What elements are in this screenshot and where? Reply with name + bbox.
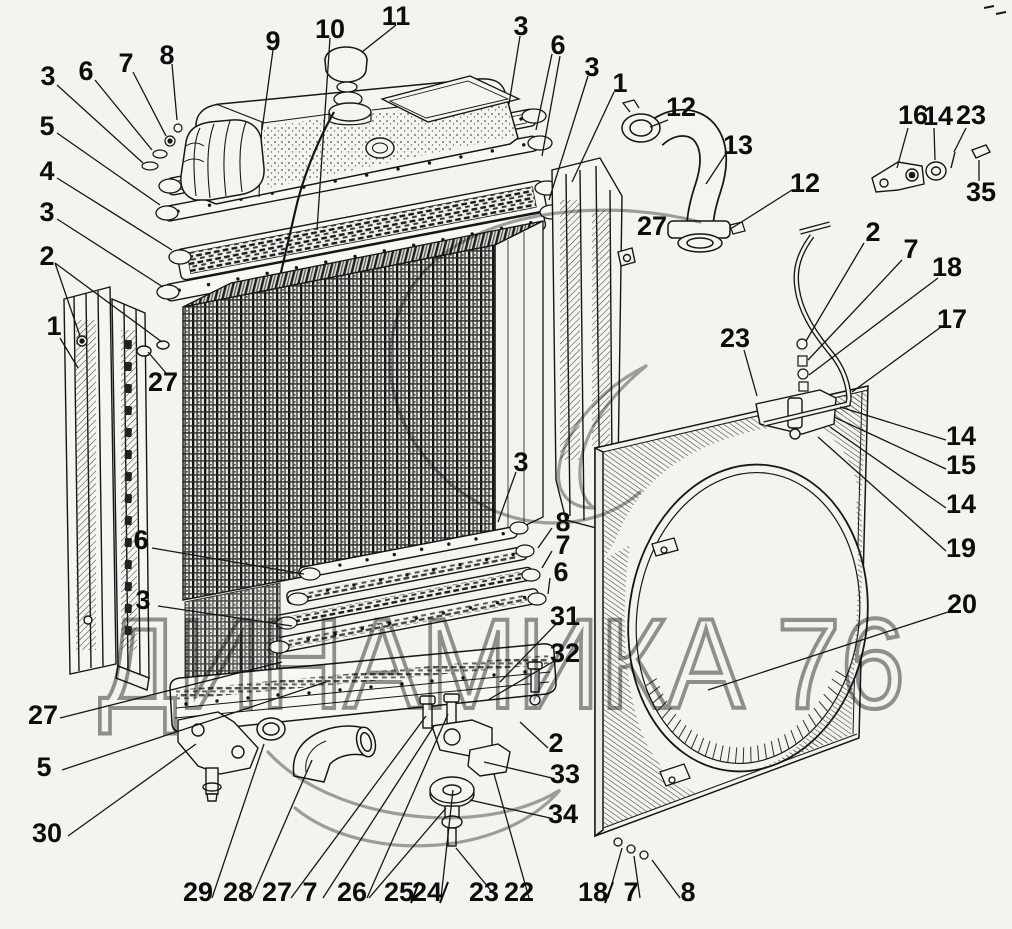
svg-text:6: 6 — [133, 525, 148, 555]
svg-text:7: 7 — [555, 530, 570, 560]
svg-text:23: 23 — [469, 877, 499, 907]
svg-text:6: 6 — [78, 56, 93, 86]
svg-text:16: 16 — [898, 100, 928, 130]
svg-text:2: 2 — [865, 217, 880, 247]
svg-text:19: 19 — [946, 533, 976, 563]
svg-text:25: 25 — [384, 877, 414, 907]
svg-text:30: 30 — [32, 818, 62, 848]
svg-text:23: 23 — [720, 323, 750, 353]
svg-text:20: 20 — [947, 589, 977, 619]
svg-text:18: 18 — [932, 252, 962, 282]
svg-text:24: 24 — [412, 877, 442, 907]
svg-text:8: 8 — [680, 877, 695, 907]
svg-text:5: 5 — [39, 111, 54, 141]
svg-text:7: 7 — [623, 877, 638, 907]
svg-text:1: 1 — [612, 68, 627, 98]
svg-text:29: 29 — [183, 877, 213, 907]
svg-text:3: 3 — [39, 197, 54, 227]
svg-text:27: 27 — [262, 877, 292, 907]
svg-text:3: 3 — [40, 61, 55, 91]
svg-text:27: 27 — [637, 211, 667, 241]
svg-text:32: 32 — [550, 638, 580, 668]
svg-text:12: 12 — [790, 168, 820, 198]
svg-text:35: 35 — [966, 177, 996, 207]
svg-text:3: 3 — [135, 585, 150, 615]
svg-text:12: 12 — [666, 92, 696, 122]
svg-text:3: 3 — [513, 447, 528, 477]
svg-text:2: 2 — [548, 728, 563, 758]
svg-text:ДИНАМИКА 76: ДИНАМИКА 76 — [99, 593, 905, 736]
svg-text:27: 27 — [148, 367, 178, 397]
svg-text:14: 14 — [946, 489, 976, 519]
svg-text:2: 2 — [39, 241, 54, 271]
svg-text:7: 7 — [118, 48, 133, 78]
svg-text:6: 6 — [553, 557, 568, 587]
svg-text:8: 8 — [159, 40, 174, 70]
svg-text:6: 6 — [550, 30, 565, 60]
svg-text:13: 13 — [723, 130, 753, 160]
svg-text:7: 7 — [903, 234, 918, 264]
svg-text:34: 34 — [548, 799, 578, 829]
svg-text:10: 10 — [315, 14, 345, 44]
svg-text:26: 26 — [337, 877, 367, 907]
svg-text:31: 31 — [550, 601, 580, 631]
svg-text:11: 11 — [382, 1, 411, 31]
svg-text:33: 33 — [550, 759, 580, 789]
svg-text:14: 14 — [923, 101, 953, 131]
svg-text:22: 22 — [504, 877, 534, 907]
svg-text:23: 23 — [956, 100, 986, 130]
svg-text:9: 9 — [265, 26, 280, 56]
svg-text:4: 4 — [39, 156, 54, 186]
svg-text:28: 28 — [223, 877, 253, 907]
svg-text:1: 1 — [46, 311, 61, 341]
svg-text:7: 7 — [302, 877, 317, 907]
svg-text:14: 14 — [946, 421, 976, 451]
svg-text:27: 27 — [28, 700, 58, 730]
svg-text:5: 5 — [36, 752, 51, 782]
svg-text:17: 17 — [937, 304, 967, 334]
svg-text:15: 15 — [946, 450, 976, 480]
svg-text:3: 3 — [584, 52, 599, 82]
svg-text:18: 18 — [578, 877, 608, 907]
svg-text:8: 8 — [555, 507, 570, 537]
svg-text:3: 3 — [513, 11, 528, 41]
